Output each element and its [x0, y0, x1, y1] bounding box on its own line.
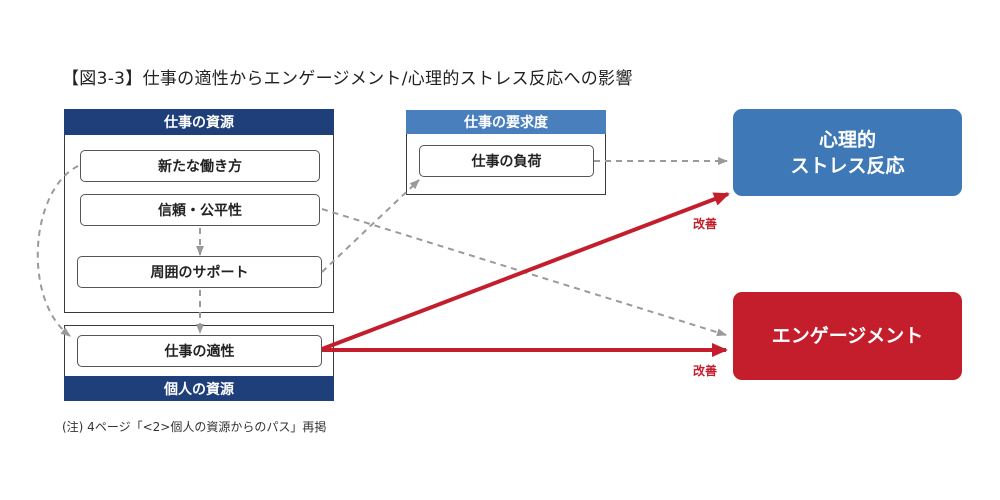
stress-label-line1: 心理的 — [818, 128, 876, 151]
node-workload: 仕事の負荷 — [419, 145, 594, 177]
personal-resources-footer: 個人の資源 — [64, 376, 334, 401]
stress-label-line2: ストレス反応 — [790, 154, 905, 177]
job-resources-header: 仕事の資源 — [64, 109, 334, 135]
label-improve-engagement: 改善 — [693, 364, 718, 378]
node-job-fit: 仕事の適性 — [77, 335, 322, 367]
node-new-work-style: 新たな働き方 — [80, 150, 320, 182]
arrow-support-to-workload — [321, 179, 420, 273]
footnote: (注) 4ページ「<2>個人の資源からのパス」再掲 — [62, 420, 327, 434]
outcome-engagement: エンゲージメント — [733, 292, 962, 380]
label-improve-stress: 改善 — [693, 217, 718, 231]
arrow-jobfit-to-stress — [321, 192, 730, 351]
node-support: 周囲のサポート — [77, 256, 322, 288]
node-trust-fairness: 信頼・公平性 — [80, 194, 320, 226]
job-demands-header: 仕事の要求度 — [406, 110, 606, 134]
figure-title: 【図3-3】仕事の適性からエンゲージメント/心理的ストレス反応への影響 — [62, 69, 633, 89]
outcome-stress-response: 心理的 ストレス反応 — [733, 109, 962, 196]
arrow-newwork-to-jobfit — [36, 165, 79, 337]
engagement-label: エンゲージメント — [771, 325, 924, 347]
